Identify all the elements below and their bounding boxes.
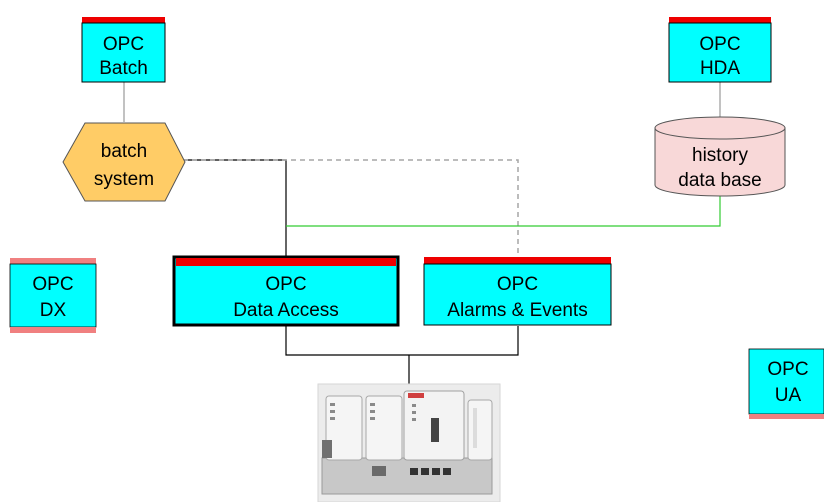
opc-dx-line1: OPC (32, 274, 73, 295)
batch-system-node[interactable]: batch system (62, 122, 186, 202)
opc-hda-line1: OPC (699, 34, 740, 55)
batch-system-line2: system (94, 169, 154, 190)
history-database-node[interactable]: history data base (654, 116, 786, 197)
history-green-line (286, 196, 721, 227)
opc-ua-box[interactable]: OPC UA (748, 348, 824, 419)
opc-data-access-box[interactable]: OPC Data Access (172, 255, 400, 327)
terminal-base (321, 457, 493, 495)
opc-batch-line1: OPC (103, 34, 144, 55)
connectors (123, 82, 721, 384)
opc-ae-line2: Alarms & Events (447, 300, 587, 321)
history-db-line1: history (692, 145, 748, 166)
opc-hda-box[interactable]: OPC HDA (668, 17, 772, 83)
opc-dx-line2: DX (40, 300, 67, 321)
server-to-bus-line (285, 326, 519, 356)
opc-da-line2: Data Access (233, 300, 339, 321)
opc-da-line1: OPC (265, 274, 306, 295)
opc-batch-box[interactable]: OPC Batch (81, 17, 166, 83)
batch-to-da-line (183, 159, 287, 260)
opc-batch-line2: Batch (99, 58, 148, 79)
batch-system-line1: batch (101, 141, 147, 162)
io-module (467, 399, 493, 461)
opc-hda-line2: HDA (700, 58, 740, 79)
batch-to-ae-dashed-line (183, 159, 519, 260)
history-db-line2: data base (678, 170, 761, 191)
opc-alarms-events-box[interactable]: OPC Alarms & Events (423, 257, 612, 326)
opc-dx-box[interactable]: OPC DX (9, 258, 97, 333)
opc-ae-line1: OPC (497, 274, 538, 295)
opc-ua-line1: OPC (767, 359, 808, 380)
controller-device-image (317, 383, 501, 502)
opc-ua-line2: UA (775, 385, 802, 406)
